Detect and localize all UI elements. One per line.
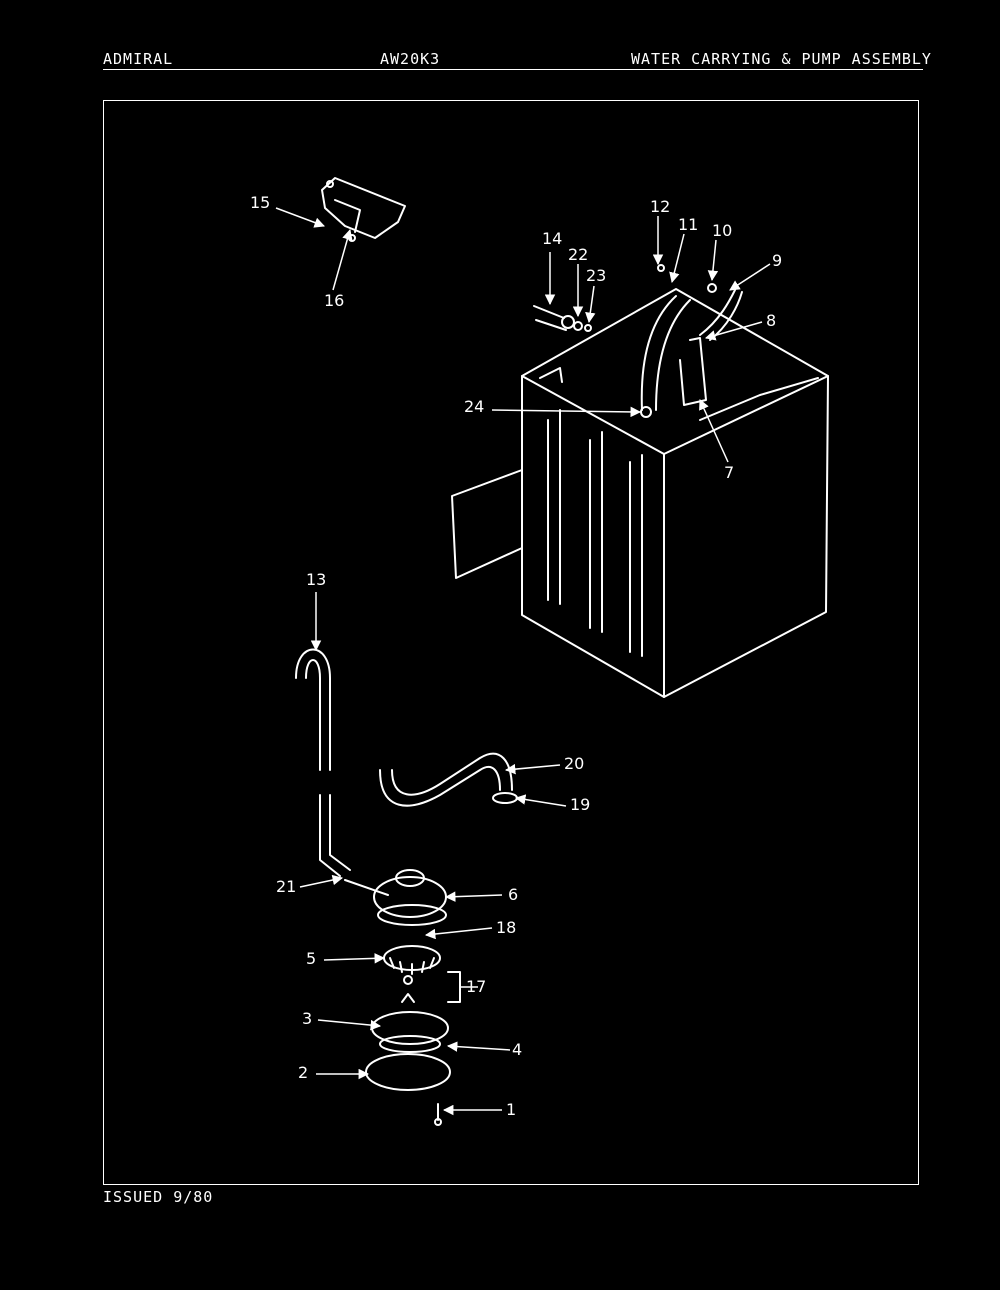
- model-label: AW20K3: [380, 50, 441, 68]
- callout-12: 12: [650, 197, 670, 216]
- inlet-valve-fittings: [533, 305, 592, 332]
- callout-2: 2: [298, 1063, 308, 1082]
- leader-9: [729, 263, 771, 291]
- callout-20: 20: [564, 754, 584, 773]
- leader-10: [707, 239, 719, 282]
- mounting-bracket: [321, 177, 406, 242]
- issued-date: ISSUED 9/80: [103, 1188, 214, 1206]
- leader-23: [585, 285, 596, 324]
- callout-1: 1: [506, 1100, 516, 1119]
- section-title: WATER CARRYING & PUMP ASSEMBLY: [631, 50, 932, 68]
- diagram-frame: [103, 100, 919, 1185]
- washer-cabinet: [521, 288, 829, 698]
- leader-6: [444, 891, 503, 902]
- leader-3: [317, 1019, 382, 1031]
- callout-19: 19: [570, 795, 590, 814]
- leader-5: [323, 953, 386, 964]
- access-panel: [451, 469, 523, 579]
- callout-13: 13: [306, 570, 326, 589]
- leader-20: [504, 763, 561, 775]
- leader-4: [446, 1041, 511, 1052]
- callout-9: 9: [772, 251, 782, 270]
- callout-8: 8: [766, 311, 776, 330]
- leader-16: [332, 228, 353, 291]
- header-rule: [103, 69, 923, 70]
- pump-assembly: [344, 869, 451, 1126]
- callout-15: 15: [250, 193, 270, 212]
- callout-6: 6: [508, 885, 518, 904]
- pump-hose: [379, 752, 518, 807]
- callout-11: 11: [678, 215, 698, 234]
- callout-17: 17: [466, 977, 486, 996]
- brand-label: ADMIRAL: [103, 50, 174, 68]
- callout-4: 4: [512, 1040, 522, 1059]
- callout-10: 10: [712, 221, 732, 240]
- leader-21: [299, 874, 344, 888]
- callout-23: 23: [586, 266, 606, 285]
- leader-15: [275, 207, 325, 228]
- callout-22: 22: [568, 245, 588, 264]
- callout-24: 24: [464, 397, 484, 416]
- callout-14: 14: [542, 229, 562, 248]
- callout-17-bracket: [447, 971, 461, 1003]
- leader-11: [669, 233, 685, 284]
- leader-8: [704, 321, 763, 341]
- callout-7: 7: [724, 463, 734, 482]
- top-hose-assembly: [640, 264, 743, 418]
- callout-21: 21: [276, 877, 296, 896]
- callout-3: 3: [302, 1009, 312, 1028]
- leader-7: [699, 399, 729, 463]
- leader-18: [424, 927, 493, 940]
- leader-24: [491, 406, 642, 418]
- callout-16: 16: [324, 291, 344, 310]
- callout-18: 18: [496, 918, 516, 937]
- leader-19: [514, 794, 567, 807]
- callout-5: 5: [306, 949, 316, 968]
- drain-hose: [295, 648, 351, 877]
